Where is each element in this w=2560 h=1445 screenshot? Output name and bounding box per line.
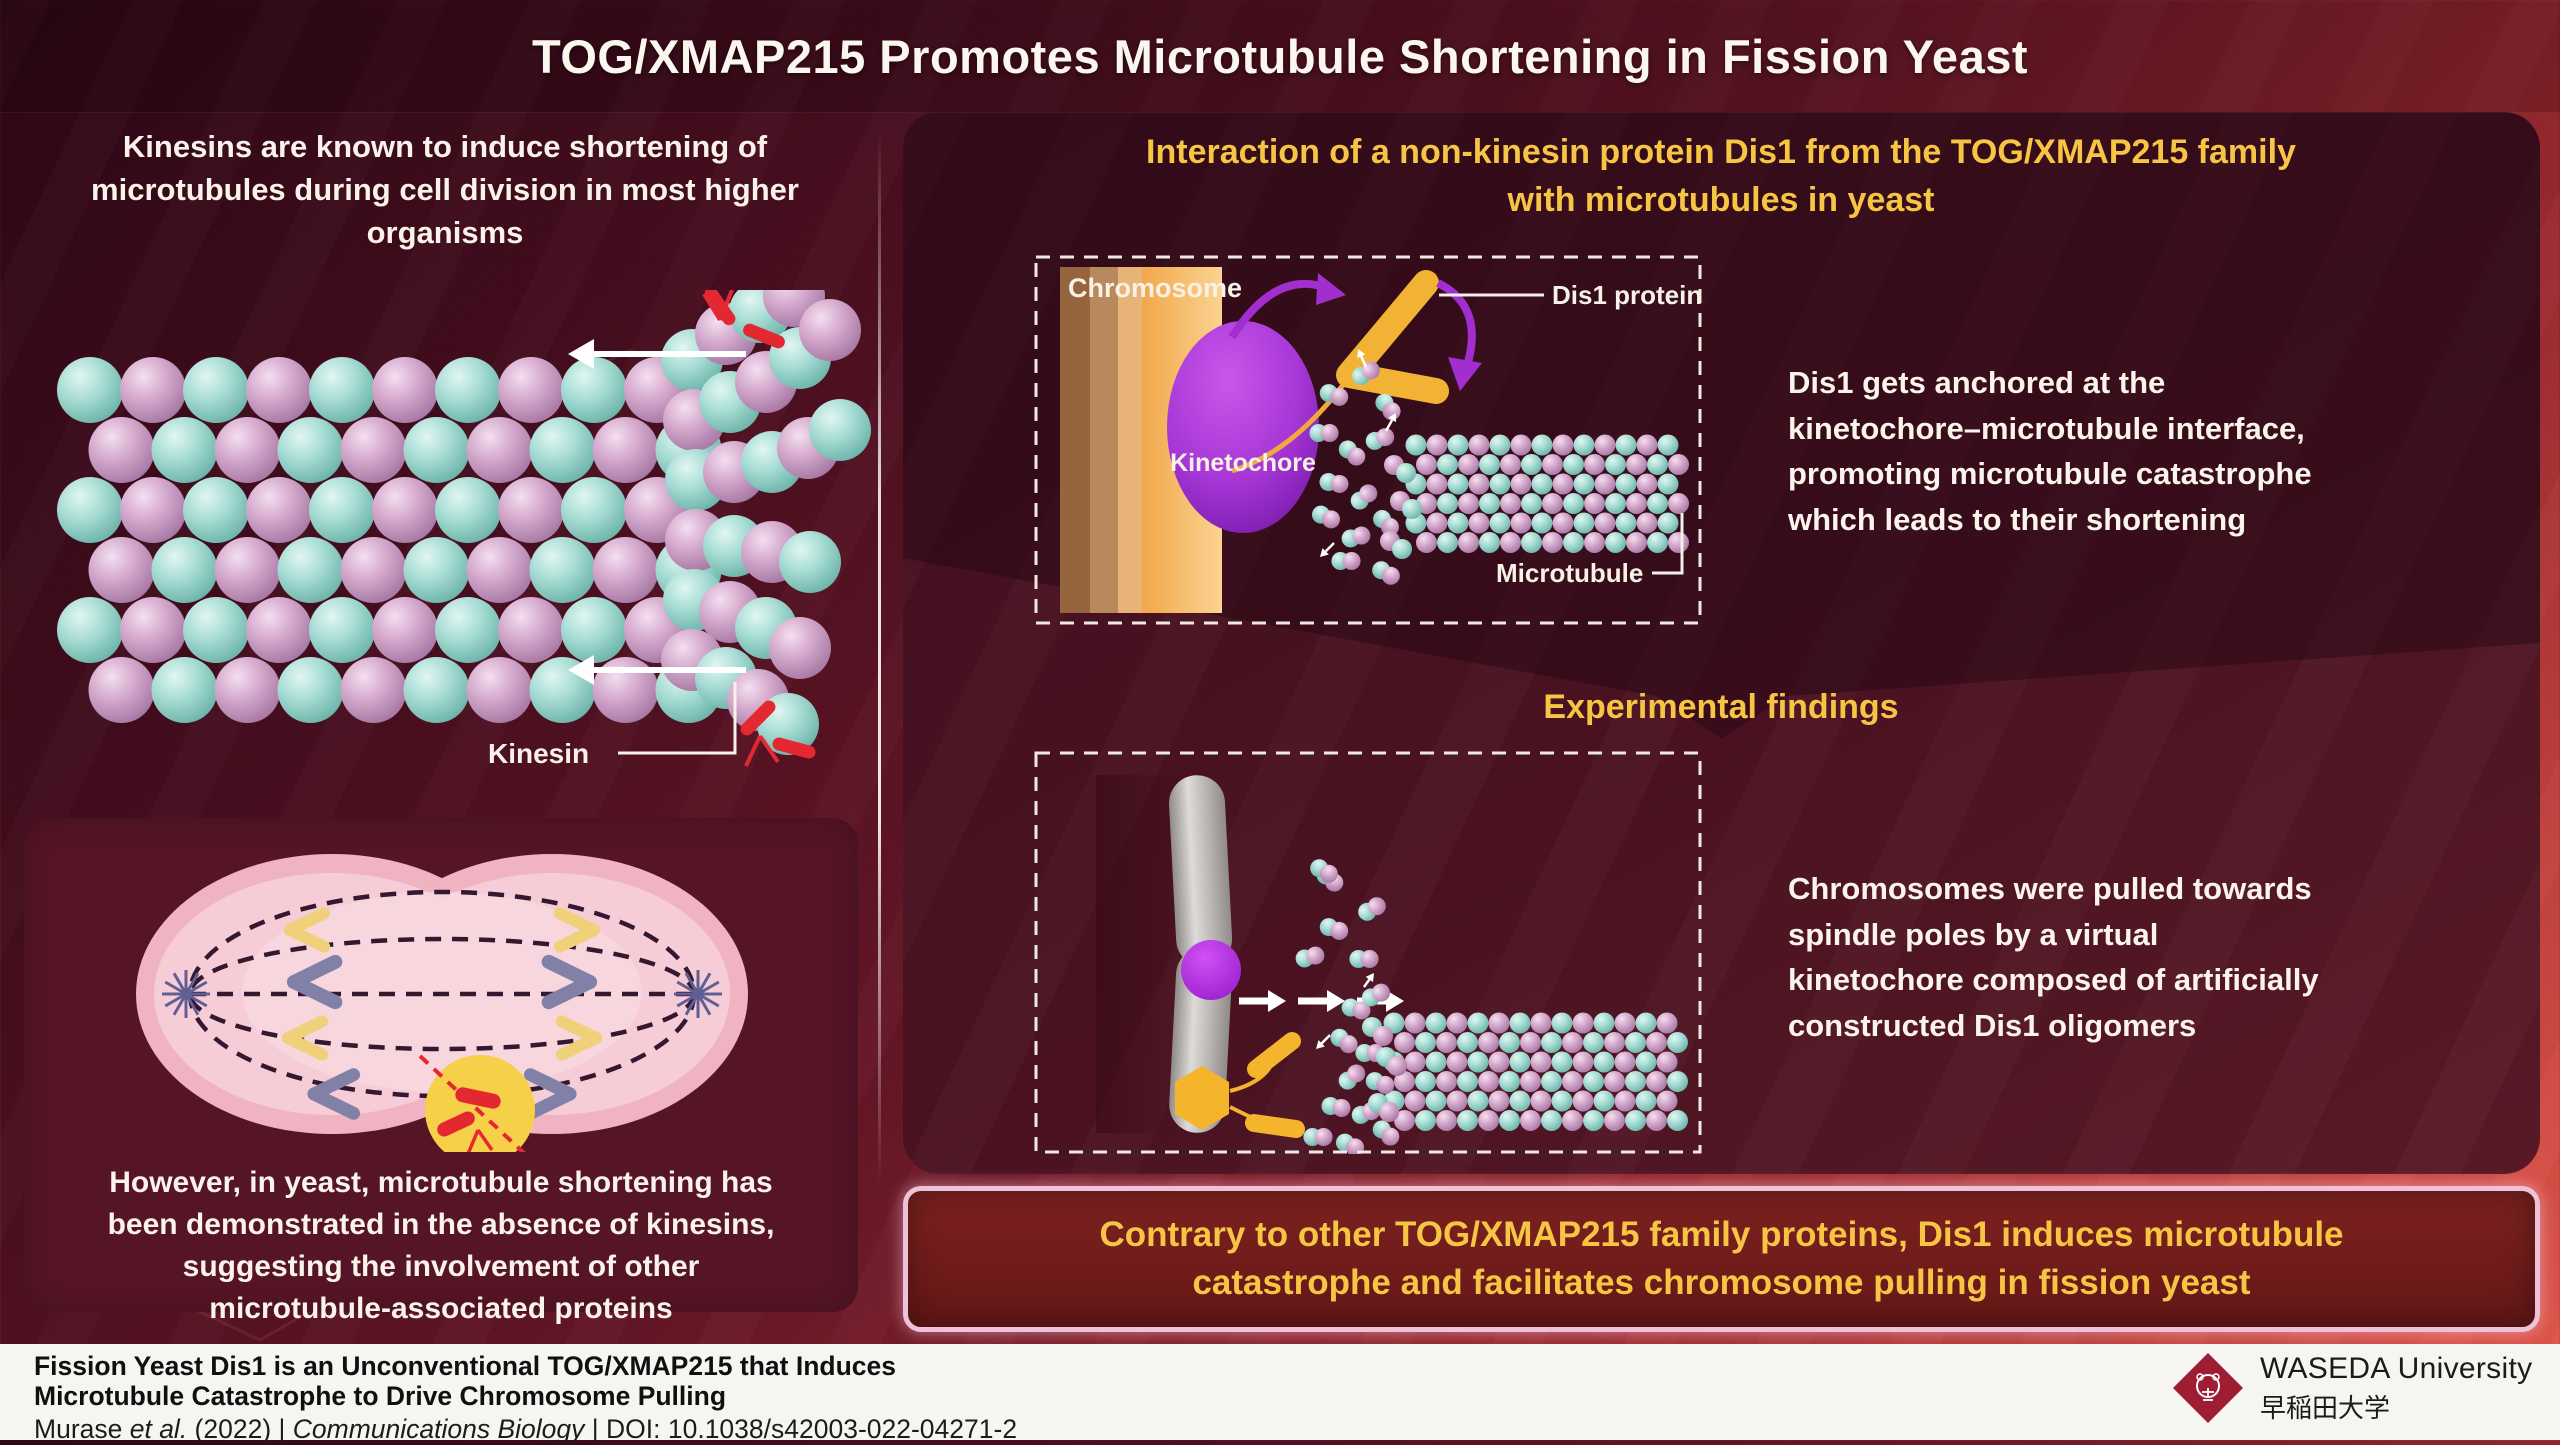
citation-year: (2022) | <box>187 1414 293 1445</box>
intro-text: Kinesins are known to induce shortening … <box>91 129 799 250</box>
paper-title: Fission Yeast Dis1 is an Unconventional … <box>34 1351 896 1411</box>
figure2-art <box>1096 775 1688 1154</box>
university-name: WASEDA University <box>2260 1351 2533 1385</box>
page-title: TOG/XMAP215 Promotes Microtubule Shorten… <box>532 29 2028 83</box>
citation-doi: | DOI: 10.1038/s42003-022-04271-2 <box>584 1414 1018 1445</box>
section-divider <box>878 130 881 1185</box>
figure-dis1-interaction: Chromosome Kinetochore Dis1 protein Micr… <box>1034 255 1702 625</box>
citation-etal: et al. <box>129 1414 188 1445</box>
yeast-panel: However, in yeast, microtubule shortenin… <box>24 818 858 1325</box>
header-band: TOG/XMAP215 Promotes Microtubule Shorten… <box>0 0 2560 113</box>
interaction-heading: Interaction of a non-kinesin protein Dis… <box>1146 133 2296 220</box>
microtubule-label: Microtubule <box>1496 558 1643 588</box>
no-kinesin-note: However, in yeast, microtubule shortenin… <box>107 1166 775 1325</box>
citation-journal: Communications Biology <box>292 1414 585 1445</box>
figure1-art <box>1060 267 1689 613</box>
anchoring-text: Dis1 gets anchored at the kinetochore–mi… <box>1788 365 2312 537</box>
kinesin-connector-line <box>618 682 737 755</box>
dis1-protein-label: Dis1 protein <box>1552 280 1702 310</box>
footer-bar: Fission Yeast Dis1 is an Unconventional … <box>0 1344 2560 1444</box>
microtubule-connector-line <box>1652 513 1684 575</box>
microtubule-illustration: Kinesin <box>57 290 871 769</box>
university-name-jp: 早稲田大学 <box>2260 1392 2391 1423</box>
chromosome-label: Chromosome <box>1068 273 1242 303</box>
findings-text: Chromosomes were pulled towards spindle … <box>1788 871 2319 1043</box>
waseda-diamond-icon <box>2173 1353 2243 1423</box>
figure2-dashed-border <box>1034 751 1702 1154</box>
waseda-logo: WASEDA University 早稲田大学 <box>2168 1348 2532 1428</box>
figure-experiment <box>1034 751 1702 1154</box>
university-name-block: WASEDA University 早稲田大学 <box>2260 1352 2532 1425</box>
citation-authors: Murase <box>34 1414 130 1445</box>
conclusion-banner: Contrary to other TOG/XMAP215 family pro… <box>903 1186 2540 1332</box>
kinetochore-label: Kinetochore <box>1170 449 1316 477</box>
conclusion-text: Contrary to other TOG/XMAP215 family pro… <box>1099 1214 2344 1302</box>
citation-line: Murase et al. (2022) | Communications Bi… <box>34 1414 1017 1445</box>
figure1-dashed-border <box>1034 255 1702 625</box>
cell-art <box>136 854 748 1152</box>
cell-division-illustration <box>136 854 748 1152</box>
kinesin-label: Kinesin <box>488 738 589 769</box>
microtubule-art <box>57 290 871 767</box>
experimental-findings-heading: Experimental findings <box>1543 688 1899 726</box>
citation-block: Fission Yeast Dis1 is an Unconventional … <box>34 1351 1017 1445</box>
